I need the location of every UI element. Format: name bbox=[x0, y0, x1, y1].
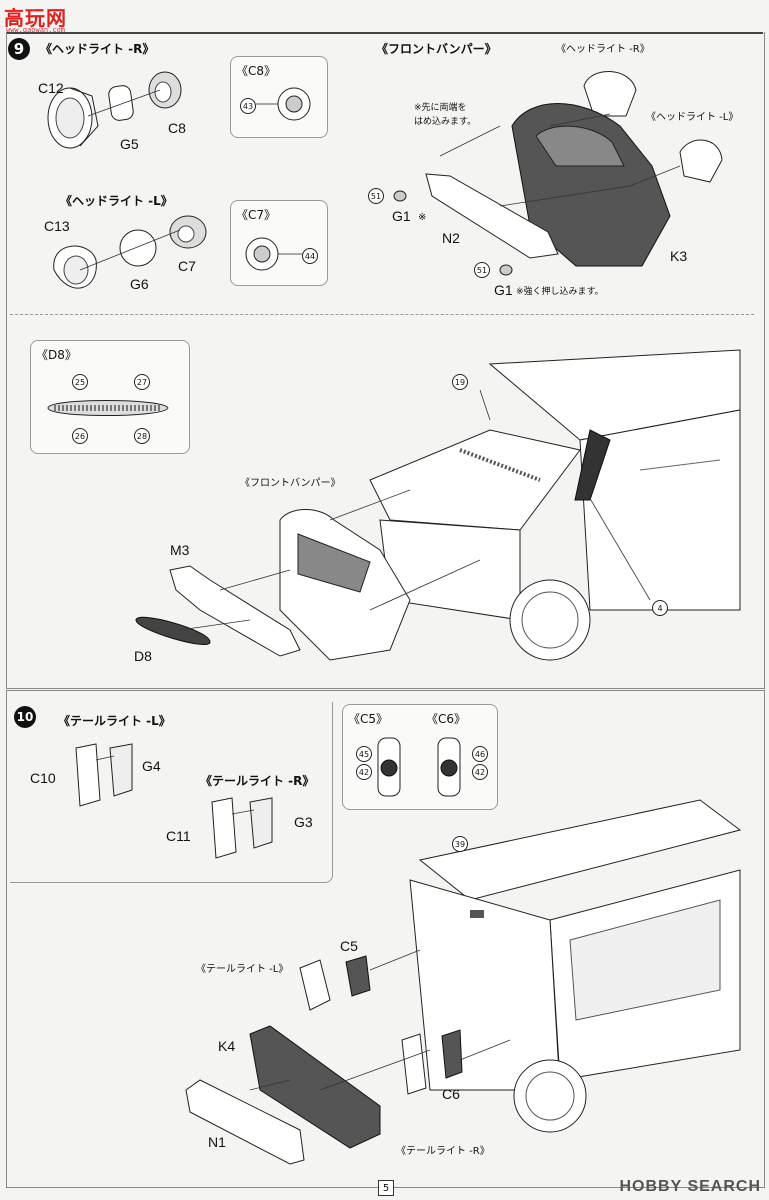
part-g6: G6 bbox=[130, 276, 149, 292]
part-number-46: 46 bbox=[472, 746, 488, 762]
taillight-r-title: 《テールライト -R》 bbox=[200, 774, 315, 788]
watermark-logo: 高玩网 bbox=[4, 6, 67, 30]
part-number-45: 45 bbox=[356, 746, 372, 762]
part-g3: G3 bbox=[294, 814, 313, 830]
hobby-search-watermark: HOBBY SEARCH bbox=[619, 1178, 761, 1195]
step-number-badge: 9 bbox=[8, 38, 30, 60]
assembly-taillight-r-label: 《テールライト -R》 bbox=[396, 1146, 490, 1157]
part-n1: N1 bbox=[208, 1134, 226, 1150]
part-number-44: 44 bbox=[302, 248, 318, 264]
part-c11: C11 bbox=[166, 828, 191, 844]
part-c8: C8 bbox=[168, 120, 186, 136]
c6-box-title: 《C6》 bbox=[426, 712, 467, 726]
part-g5: G5 bbox=[120, 136, 139, 152]
part-number-27: 27 bbox=[134, 374, 150, 390]
part-number-43: 43 bbox=[240, 98, 256, 114]
car-rear-assembly-drawing bbox=[185, 799, 742, 1165]
headlight-r-parts-drawing bbox=[47, 71, 182, 149]
step9-frame bbox=[6, 32, 765, 689]
c7-detail-box bbox=[230, 200, 328, 286]
watermark-url: www.gaowan.com bbox=[6, 26, 66, 34]
assembly-front-bumper-label: 《フロントバンパー》 bbox=[240, 478, 341, 489]
car-front-assembly-drawing bbox=[135, 349, 741, 661]
page-number: 5 bbox=[378, 1180, 394, 1196]
part-c5: C5 bbox=[340, 938, 358, 954]
step9-section-divider bbox=[10, 314, 754, 315]
front-bumper-parts-drawing bbox=[393, 71, 723, 276]
bumper-note-2: ※強く押し込みます。 bbox=[516, 287, 604, 297]
taillight-l-parts-drawing bbox=[75, 743, 133, 807]
part-d8: D8 bbox=[134, 648, 152, 664]
step-number-badge: 10 bbox=[14, 706, 36, 728]
assembly-taillight-l-label: 《テールライト -L》 bbox=[196, 964, 289, 975]
part-c10: C10 bbox=[30, 770, 56, 786]
bumper-note-1-line-2: はめ込みます。 bbox=[414, 117, 477, 127]
part-g1-bottom: G1 bbox=[494, 282, 513, 298]
top-border bbox=[6, 32, 763, 34]
part-number-28: 28 bbox=[134, 428, 150, 444]
part-c7: C7 bbox=[178, 258, 196, 274]
c5-part-drawing bbox=[377, 737, 401, 797]
c5-box-title: 《C5》 bbox=[348, 712, 389, 726]
headlight-r-title: 《ヘッドライト -R》 bbox=[40, 42, 155, 56]
d8-detail-box bbox=[30, 340, 190, 454]
c7-box-title: 《C7》 bbox=[236, 208, 277, 222]
headlight-l-title: 《ヘッドライト -L》 bbox=[60, 194, 173, 208]
part-g4: G4 bbox=[142, 758, 161, 774]
part-m3: M3 bbox=[170, 542, 190, 558]
bumper-headlight-r-label: 《ヘッドライト -R》 bbox=[556, 44, 650, 55]
part-number-42-c6: 42 bbox=[472, 764, 488, 780]
part-number-42-c5: 42 bbox=[356, 764, 372, 780]
part-n2: N2 bbox=[442, 230, 460, 246]
g1-top-note-mark: ※ bbox=[418, 212, 427, 223]
headlight-l-parts-drawing bbox=[53, 215, 207, 289]
part-g1-top: G1 bbox=[392, 208, 411, 224]
c8-detail-box bbox=[230, 56, 328, 138]
part-number-39: 39 bbox=[452, 836, 468, 852]
d8-box-title: 《D8》 bbox=[36, 348, 77, 362]
part-number-51-top: 51 bbox=[368, 188, 384, 204]
part-number-25: 25 bbox=[72, 374, 88, 390]
c8-box-title: 《C8》 bbox=[236, 64, 277, 78]
part-k3: K3 bbox=[670, 248, 688, 264]
taillight-r-parts-drawing bbox=[211, 797, 273, 859]
part-c12: C12 bbox=[38, 80, 64, 96]
part-number-4: 4 bbox=[652, 600, 668, 616]
part-number-26: 26 bbox=[72, 428, 88, 444]
bumper-note-1-line-1: ※先に両端を bbox=[414, 103, 467, 113]
part-number-51-bottom: 51 bbox=[474, 262, 490, 278]
c7-part-drawing bbox=[245, 237, 302, 271]
part-c13: C13 bbox=[44, 218, 70, 234]
d8-grille-drawing bbox=[47, 400, 169, 416]
part-number-19: 19 bbox=[452, 374, 468, 390]
part-c6: C6 bbox=[442, 1086, 460, 1102]
front-bumper-title: 《フロントバンパー》 bbox=[376, 42, 497, 56]
part-k4: K4 bbox=[218, 1038, 236, 1054]
c6-part-drawing bbox=[437, 737, 461, 797]
taillight-section-frame bbox=[10, 702, 333, 883]
bumper-headlight-l-label: 《ヘッドライト -L》 bbox=[646, 112, 739, 123]
c8-part-drawing bbox=[256, 87, 311, 121]
taillight-l-title: 《テールライト -L》 bbox=[58, 714, 171, 728]
